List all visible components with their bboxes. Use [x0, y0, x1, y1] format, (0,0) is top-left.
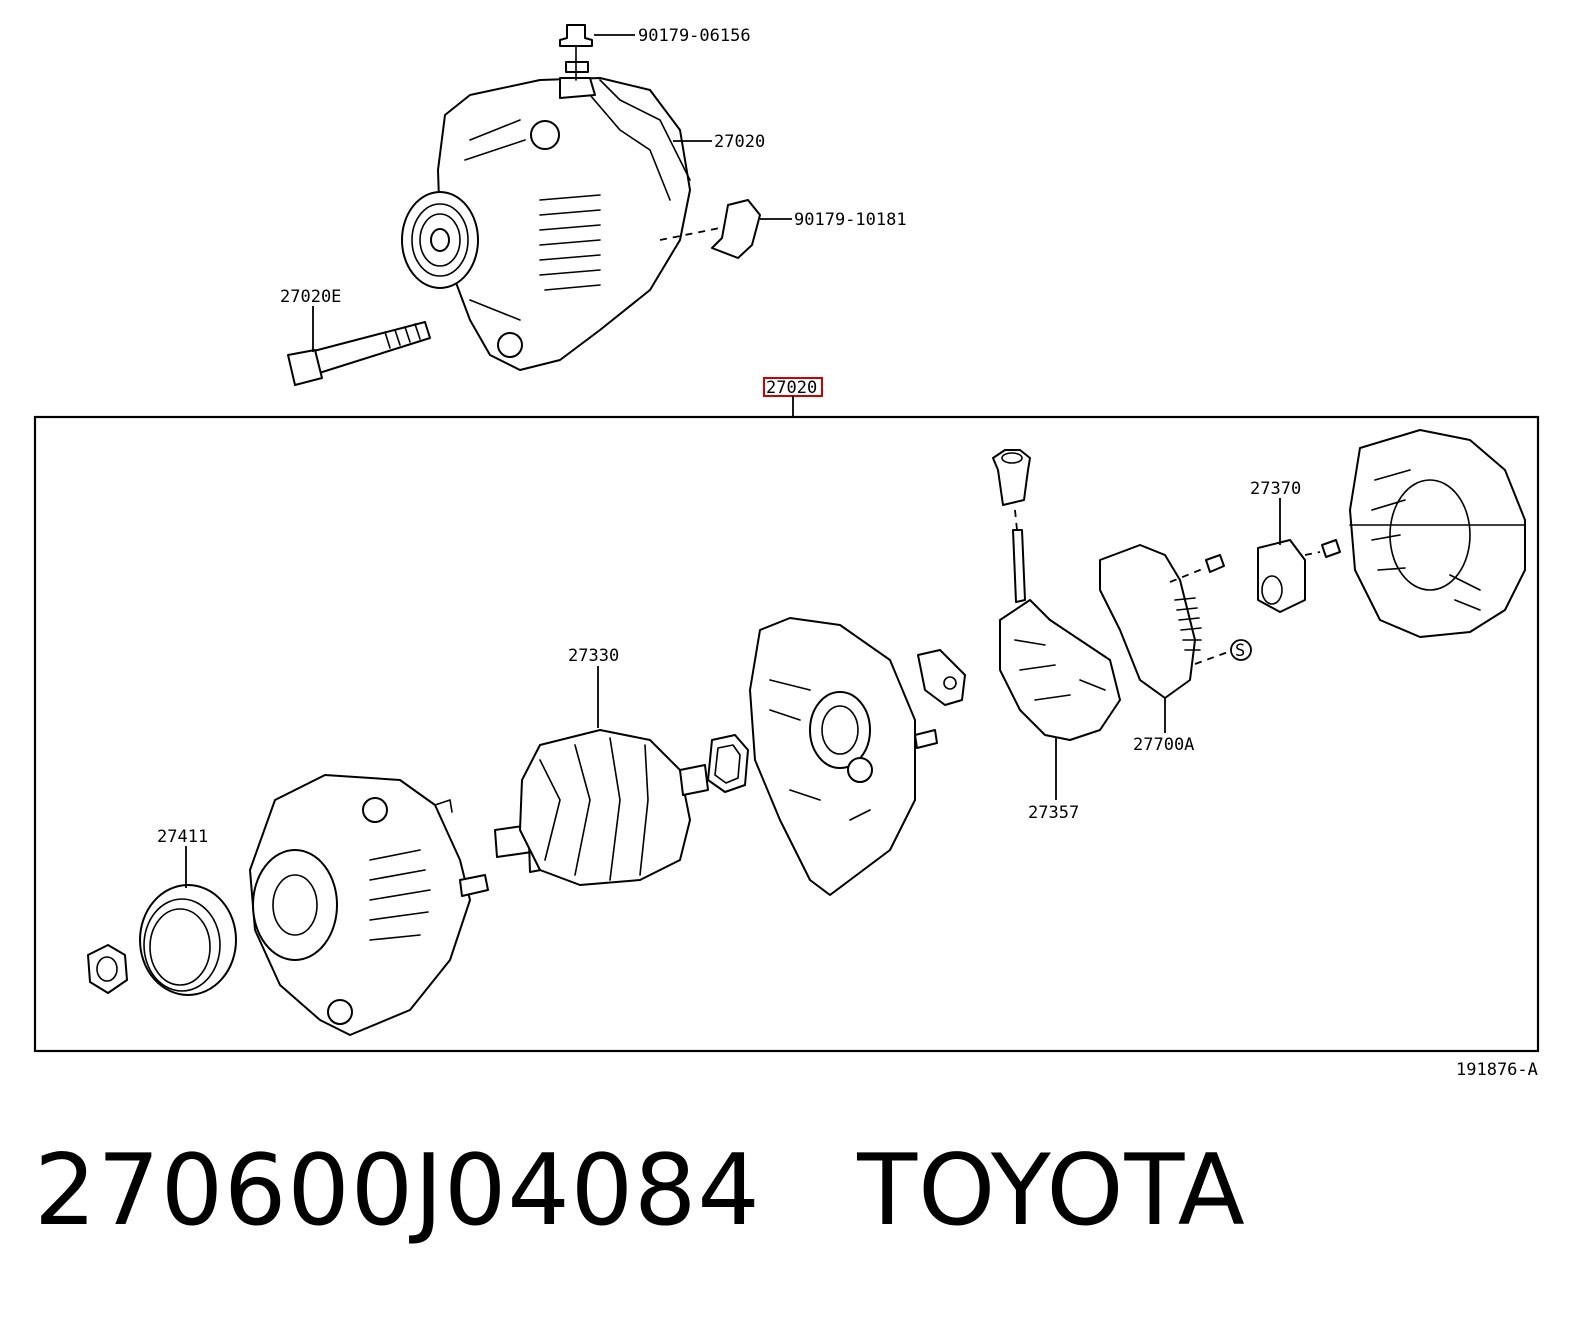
label-rectifier[interactable]: 27357 [1028, 803, 1079, 823]
label-through-bolt[interactable]: 27020E [280, 287, 341, 307]
small-bracket [917, 649, 966, 706]
label-bolt-top[interactable]: 90179-06156 [638, 26, 751, 46]
label-assembly-box[interactable]: 27020 [766, 378, 817, 398]
caption: 270600J04084 TOYOTA [34, 1137, 1246, 1246]
label-pulley[interactable]: 27411 [157, 827, 208, 847]
pulley [139, 884, 237, 996]
s-mark-circle [1230, 639, 1252, 661]
rectifier [999, 599, 1121, 741]
label-bracket-bolt[interactable]: 90179-10181 [794, 210, 907, 230]
label-brush-holder[interactable]: 27370 [1250, 479, 1301, 499]
pulley-nut [87, 944, 128, 994]
caption-part-number: 270600J04084 [34, 1134, 761, 1248]
rectifier-end-frame [749, 617, 938, 896]
diagram-code: 191876-A [1456, 1060, 1538, 1080]
brush-holder [1257, 539, 1306, 613]
bracket [711, 199, 761, 259]
s-mark: S [1235, 641, 1245, 661]
alternator-assembly [401, 59, 691, 371]
caption-brand: TOYOTA [857, 1134, 1246, 1248]
terminal-insulator [992, 449, 1031, 506]
rotor [494, 729, 709, 886]
label-alternator[interactable]: 27020 [714, 132, 765, 152]
through-bolt [287, 321, 431, 386]
drive-end-frame [249, 774, 489, 1036]
seal-ring [707, 734, 749, 793]
regulator [1099, 544, 1202, 699]
top-bolt [559, 24, 593, 73]
assembly-frame [33, 415, 1540, 1053]
label-regulator[interactable]: 27700A [1133, 735, 1194, 755]
rear-cover [1349, 429, 1526, 638]
label-rotor[interactable]: 27330 [568, 646, 619, 666]
exploded-parts-diagram: 90179-06156 27020 90179-10181 27020E 270… [33, 24, 1540, 1080]
